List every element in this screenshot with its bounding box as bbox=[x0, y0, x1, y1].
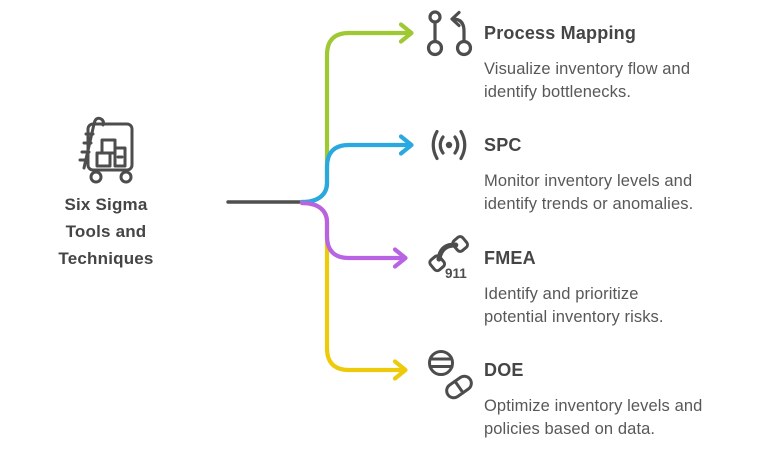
signal-radio-icon bbox=[426, 125, 478, 185]
root-node-label: Six Sigma Tools and Techniques bbox=[58, 195, 154, 268]
inventory-cart-icon bbox=[70, 112, 138, 186]
node-description: Monitor inventory levels and identify tr… bbox=[484, 172, 694, 213]
node-title: DOE bbox=[484, 360, 524, 380]
node-description: Identify and prioritize potential invent… bbox=[484, 285, 664, 326]
connector-process-mapping bbox=[299, 30, 411, 205]
node-description: Visualize inventory flow and identify bo… bbox=[484, 60, 691, 101]
node-title: SPC bbox=[484, 135, 522, 155]
connector-doe bbox=[299, 200, 405, 373]
arrowhead-spc bbox=[398, 134, 414, 156]
emergency-call-icon: 911 bbox=[426, 233, 478, 293]
node-title: FMEA bbox=[484, 248, 536, 268]
emergency-call-badge: 911 bbox=[445, 266, 467, 281]
pills-icon bbox=[426, 349, 478, 409]
node-title: Process Mapping bbox=[484, 23, 637, 43]
node-description: Optimize inventory levels and policies b… bbox=[484, 397, 703, 438]
arrowhead-fmea bbox=[392, 247, 408, 269]
process-branch-icon bbox=[426, 8, 478, 68]
connector-fmea bbox=[299, 200, 405, 261]
arrowhead-process-mapping bbox=[398, 22, 414, 44]
root-node: Six Sigma Tools and Techniques bbox=[30, 191, 182, 272]
connector-spc bbox=[299, 142, 411, 205]
arrowhead-doe bbox=[392, 359, 408, 381]
